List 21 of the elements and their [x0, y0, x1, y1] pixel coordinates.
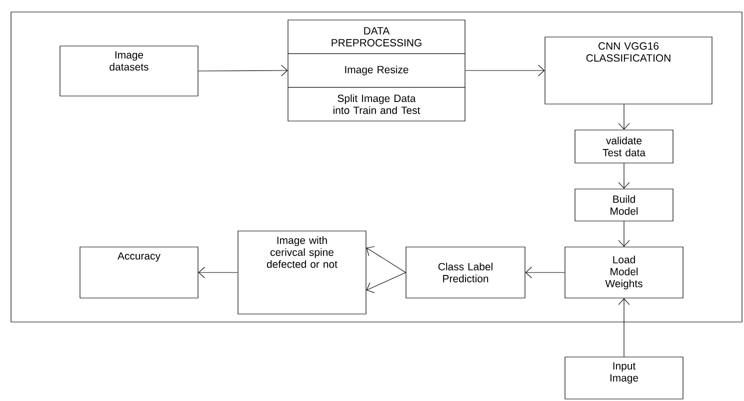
arrow	[465, 64, 545, 76]
frame-box	[10, 12, 742, 322]
arrow	[198, 266, 238, 278]
process-box: Class Label Prediction	[406, 246, 526, 298]
process-box: CNN VGG16 CLASSIFICATION	[544, 36, 712, 104]
arrow	[366, 272, 406, 293]
process-box: validate Test data	[574, 130, 674, 164]
process-box: DATA PREPROCESSING Image Resize Split Image Data into Train and Test	[288, 20, 466, 122]
arrow	[198, 64, 288, 76]
process-box: Image with cerivcal spine defected or not	[238, 230, 366, 314]
process-box: Accuracy	[80, 246, 198, 298]
arrow	[618, 298, 630, 357]
arrow	[366, 246, 406, 273]
process-box: Build Model	[574, 188, 674, 222]
process-box: Load Model Weights	[564, 246, 684, 298]
arrow	[618, 221, 630, 247]
arrow	[618, 104, 630, 130]
process-box: Image datasets	[60, 46, 198, 96]
process-box: Input Image	[564, 356, 684, 400]
arrow	[618, 163, 630, 189]
arrow	[525, 266, 565, 278]
